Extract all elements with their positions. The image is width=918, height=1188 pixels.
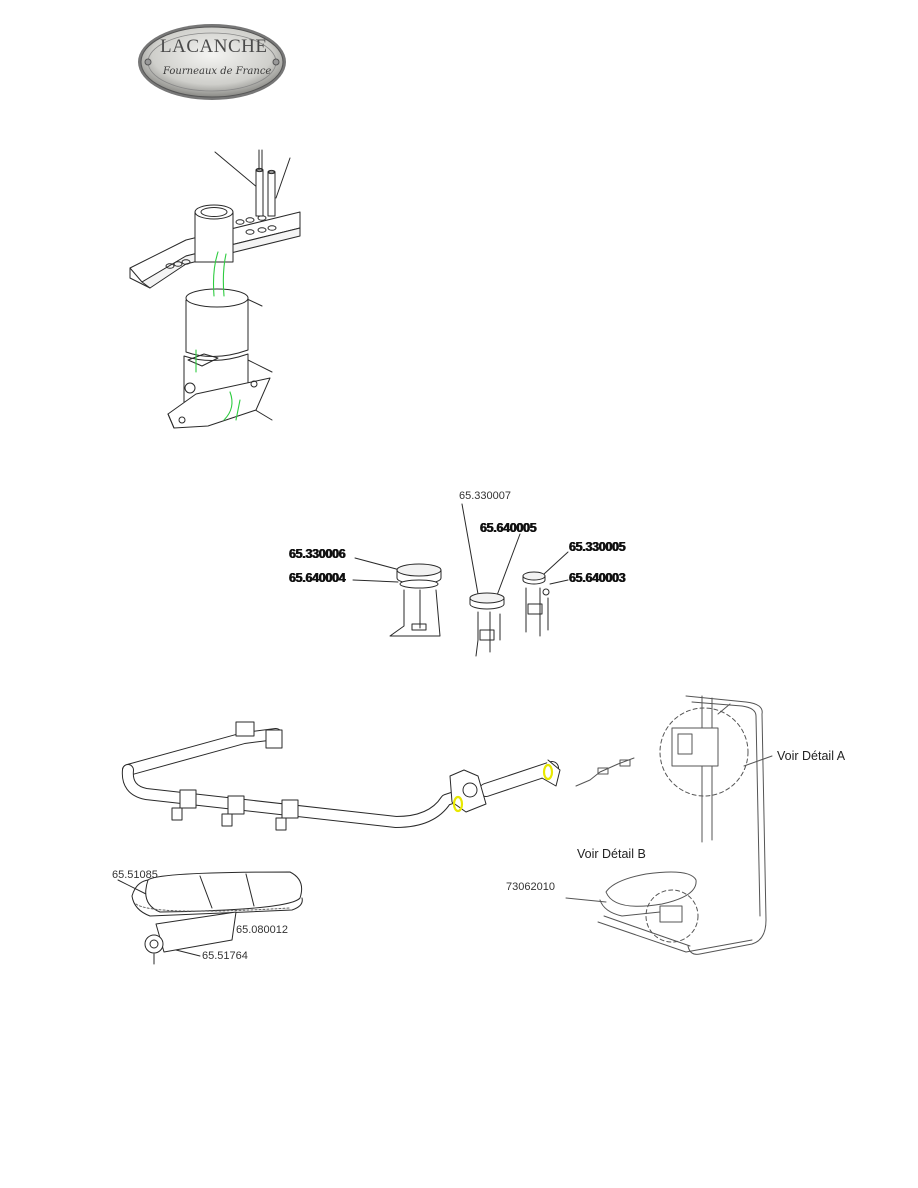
burner-assembly-drawing bbox=[129, 149, 301, 429]
right-rivet-icon bbox=[272, 58, 280, 66]
part-label-65-330005: 65.330005 bbox=[569, 540, 626, 554]
logo-plaque bbox=[138, 24, 286, 100]
logo-brand: LACANCHE bbox=[160, 36, 268, 57]
manifold-yellow-rings bbox=[452, 763, 554, 813]
logo-tagline: Fourneaux de France bbox=[163, 66, 272, 77]
part-label-65-330007: 65.330007 bbox=[459, 490, 511, 502]
part-label-65-080012: 65.080012 bbox=[236, 924, 288, 936]
burner-green-lines bbox=[195, 251, 241, 421]
part-label-65-51764: 65.51764 bbox=[202, 950, 248, 962]
left-rivet-icon bbox=[144, 58, 152, 66]
part-label-65-51085: 65.51085 bbox=[112, 869, 158, 881]
lacanche-logo: LACANCHE Fourneaux de France bbox=[136, 22, 288, 102]
detail-b-callout: Voir Détail B bbox=[577, 847, 646, 861]
burner-caps-drawing bbox=[352, 503, 569, 657]
cabinet-frame-drawing bbox=[565, 695, 773, 955]
part-label-73062010: 73062010 bbox=[506, 881, 555, 893]
detail-a-callout: Voir Détail A bbox=[777, 749, 846, 763]
gas-manifold-drawing bbox=[121, 721, 561, 831]
part-label-65-640004: 65.640004 bbox=[289, 571, 346, 585]
part-label-65-640005: 65.640005 bbox=[480, 521, 537, 535]
part-label-65-330006: 65.330006 bbox=[289, 547, 346, 561]
oval-burner-drawing bbox=[117, 871, 303, 965]
part-label-65-640003: 65.640003 bbox=[569, 571, 626, 585]
